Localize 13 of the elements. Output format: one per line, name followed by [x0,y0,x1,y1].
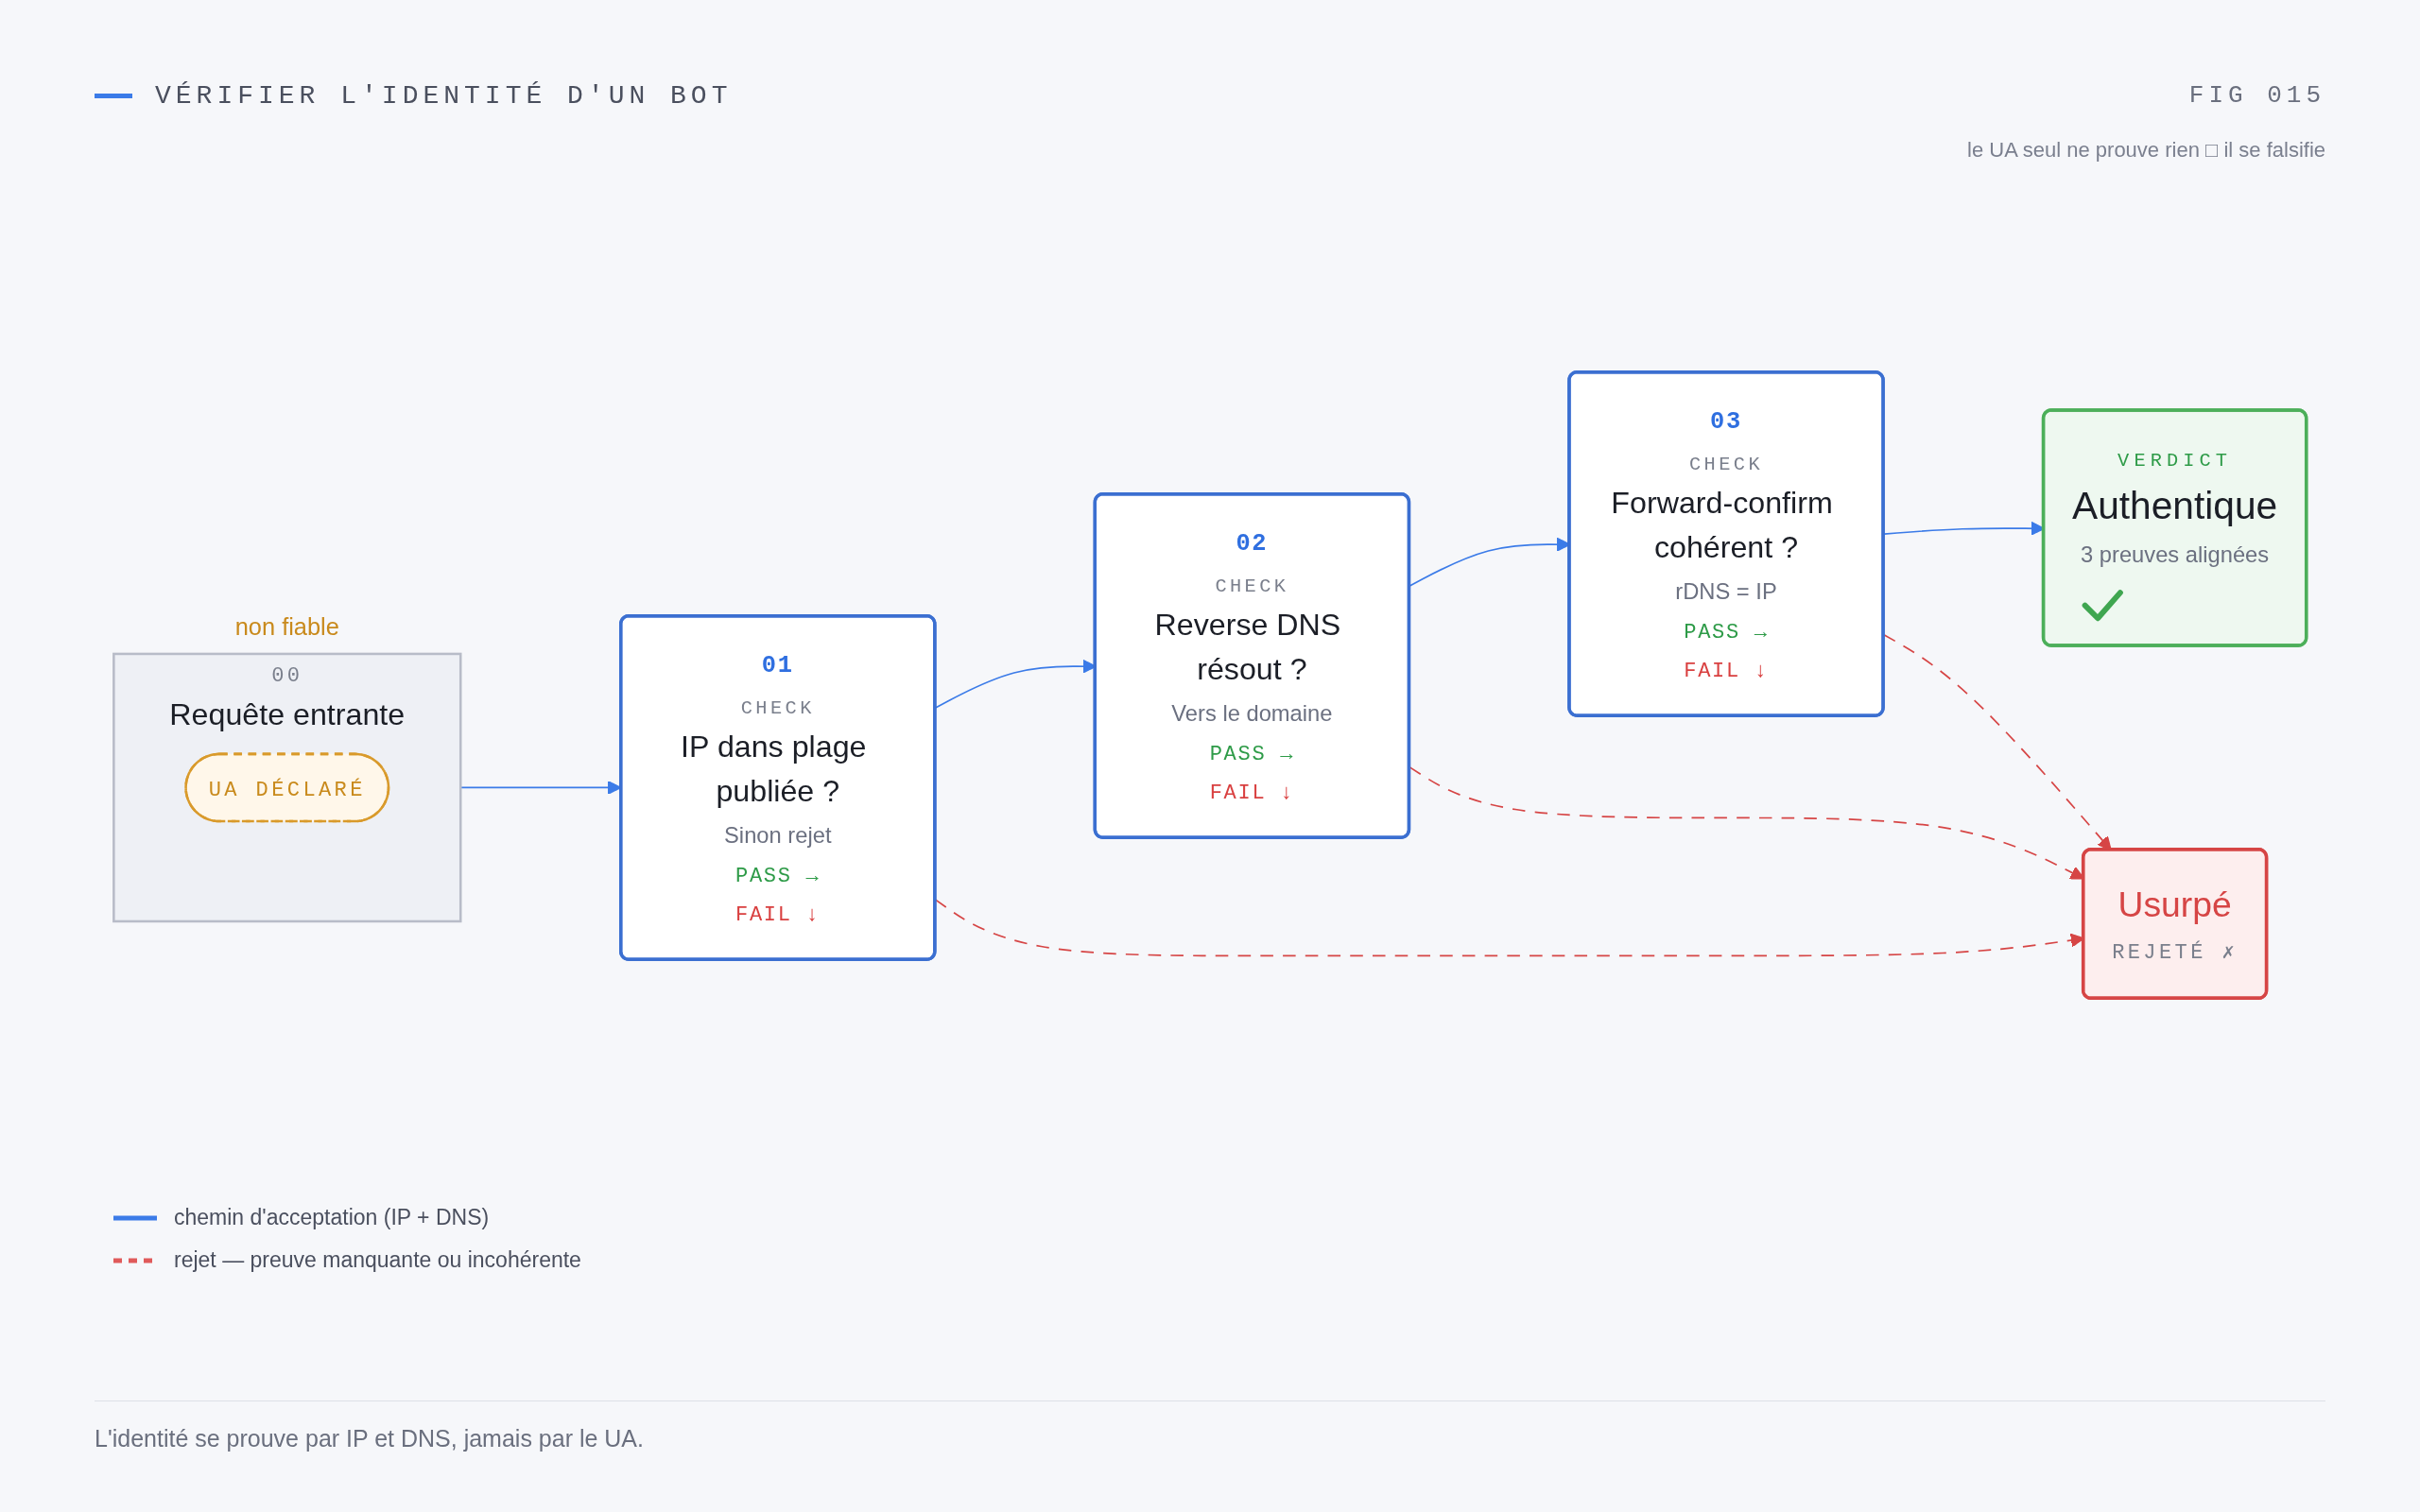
caption-text: L'identité se prouve par IP et DNS, jamais par le UA. [95,1425,644,1452]
tag-pill: UA DÉCLARÉ [184,752,390,823]
check-card: 03 CHECK Forward-confirm cohérent ? rDNS = IP PASS → FAIL ↓ [1567,370,1885,717]
reject-card: Usurpé REJETÉ ✗ [2081,848,2269,1000]
verdict-card: VERDICT Authentique 3 preuves alignées [2041,408,2308,647]
figure-number: FIG 015 [2188,81,2325,110]
note-text: le UA seul ne prouve rien □ il se falsifie [1967,138,2325,163]
legend-label: rejet — preuve manquante ou incohérente [174,1247,581,1273]
diagram-title: VÉRIFIER L'IDENTITÉ D'UN BOT [155,81,733,111]
legend-label: chemin d'acceptation (IP + DNS) [174,1205,490,1230]
check-card: 01 CHECK IP dans plage publiée ? Sinon rejet PASS → FAIL ↓ [619,614,937,961]
check-card: 02 CHECK Reverse DNS résout ? Vers le domaine PASS → FAIL ↓ [1093,492,1411,839]
node-note: non fiable [234,612,339,640]
